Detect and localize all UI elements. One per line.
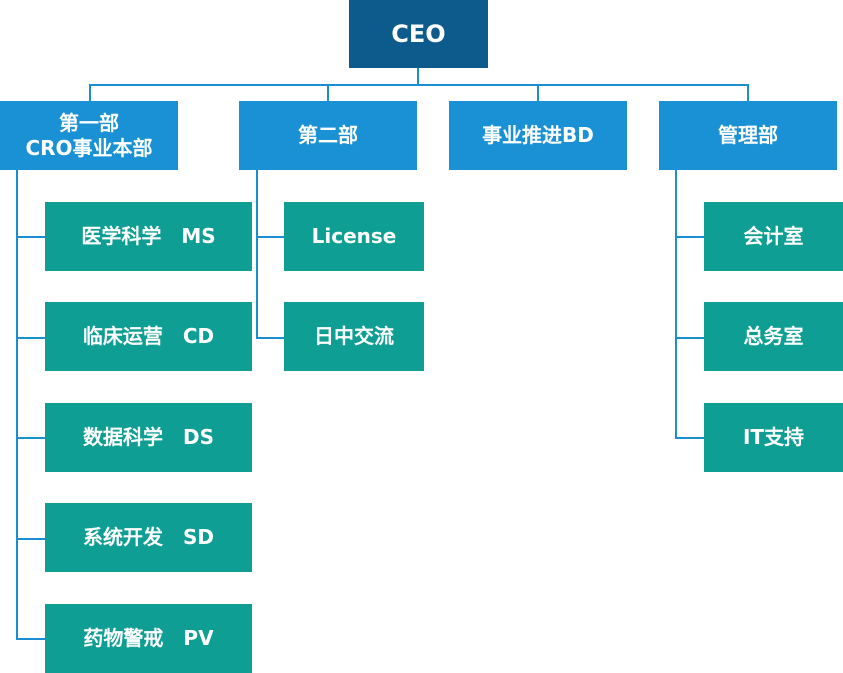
unit-label: 临床运营 CD	[82, 324, 215, 348]
ceo-label: CEO	[391, 20, 446, 48]
unit-label: 日中交流	[314, 324, 394, 348]
connector-ceo-down	[417, 68, 419, 85]
department-2-label: 第二部	[298, 123, 358, 147]
connector-d4-branch	[675, 437, 704, 439]
connector-d4-branch	[675, 337, 704, 339]
unit-box: 总务室	[704, 302, 843, 371]
unit-label: 系统开发 SD	[82, 525, 214, 549]
ceo-box: CEO	[349, 0, 488, 68]
department-2-box: 第二部	[239, 101, 417, 170]
unit-label: 总务室	[743, 324, 804, 348]
connector-top-bus	[89, 84, 749, 86]
unit-box: 会计室	[704, 202, 843, 271]
unit-box: IT支持	[704, 403, 843, 472]
department-3-label: 事业推进BD	[482, 123, 594, 147]
connector-d1-branch	[16, 236, 45, 238]
unit-label: IT支持	[742, 425, 805, 449]
connector-d1-branch	[16, 638, 45, 640]
department-1-box: 第一部 CRO事业本部	[0, 101, 178, 170]
connector-d1-branch	[16, 538, 45, 540]
connector-d4-branch	[675, 236, 704, 238]
connector-d2-up	[327, 84, 329, 101]
unit-box: 医学科学 MS	[45, 202, 252, 271]
connector-d1-up	[89, 84, 91, 101]
connector-d2-branch	[256, 236, 284, 238]
connector-d1-branch	[16, 437, 45, 439]
department-4-label: 管理部	[718, 123, 778, 147]
unit-label: 医学科学 MS	[81, 224, 216, 248]
unit-box: 系统开发 SD	[45, 503, 252, 572]
unit-box: 临床运营 CD	[45, 302, 252, 371]
connector-d3-up	[537, 84, 539, 101]
unit-label: 数据科学 DS	[82, 425, 214, 449]
connector-d1-branch	[16, 337, 45, 339]
unit-label: 会计室	[743, 224, 804, 248]
connector-d1-spine	[16, 170, 18, 639]
connector-d4-up	[747, 84, 749, 101]
connector-d2-branch	[256, 337, 284, 339]
connector-d4-spine	[675, 170, 677, 438]
unit-label: License	[311, 224, 397, 248]
unit-box: 数据科学 DS	[45, 403, 252, 472]
unit-label: 药物警戒 PV	[83, 626, 214, 650]
unit-box: License	[284, 202, 424, 271]
department-3-box: 事业推进BD	[449, 101, 627, 170]
unit-box: 日中交流	[284, 302, 424, 371]
connector-d2-spine	[256, 170, 258, 338]
department-1-label-line2: CRO事业本部	[25, 135, 153, 160]
department-1-label-line1: 第一部	[59, 110, 119, 135]
department-4-box: 管理部	[659, 101, 837, 170]
unit-box: 药物警戒 PV	[45, 604, 252, 673]
